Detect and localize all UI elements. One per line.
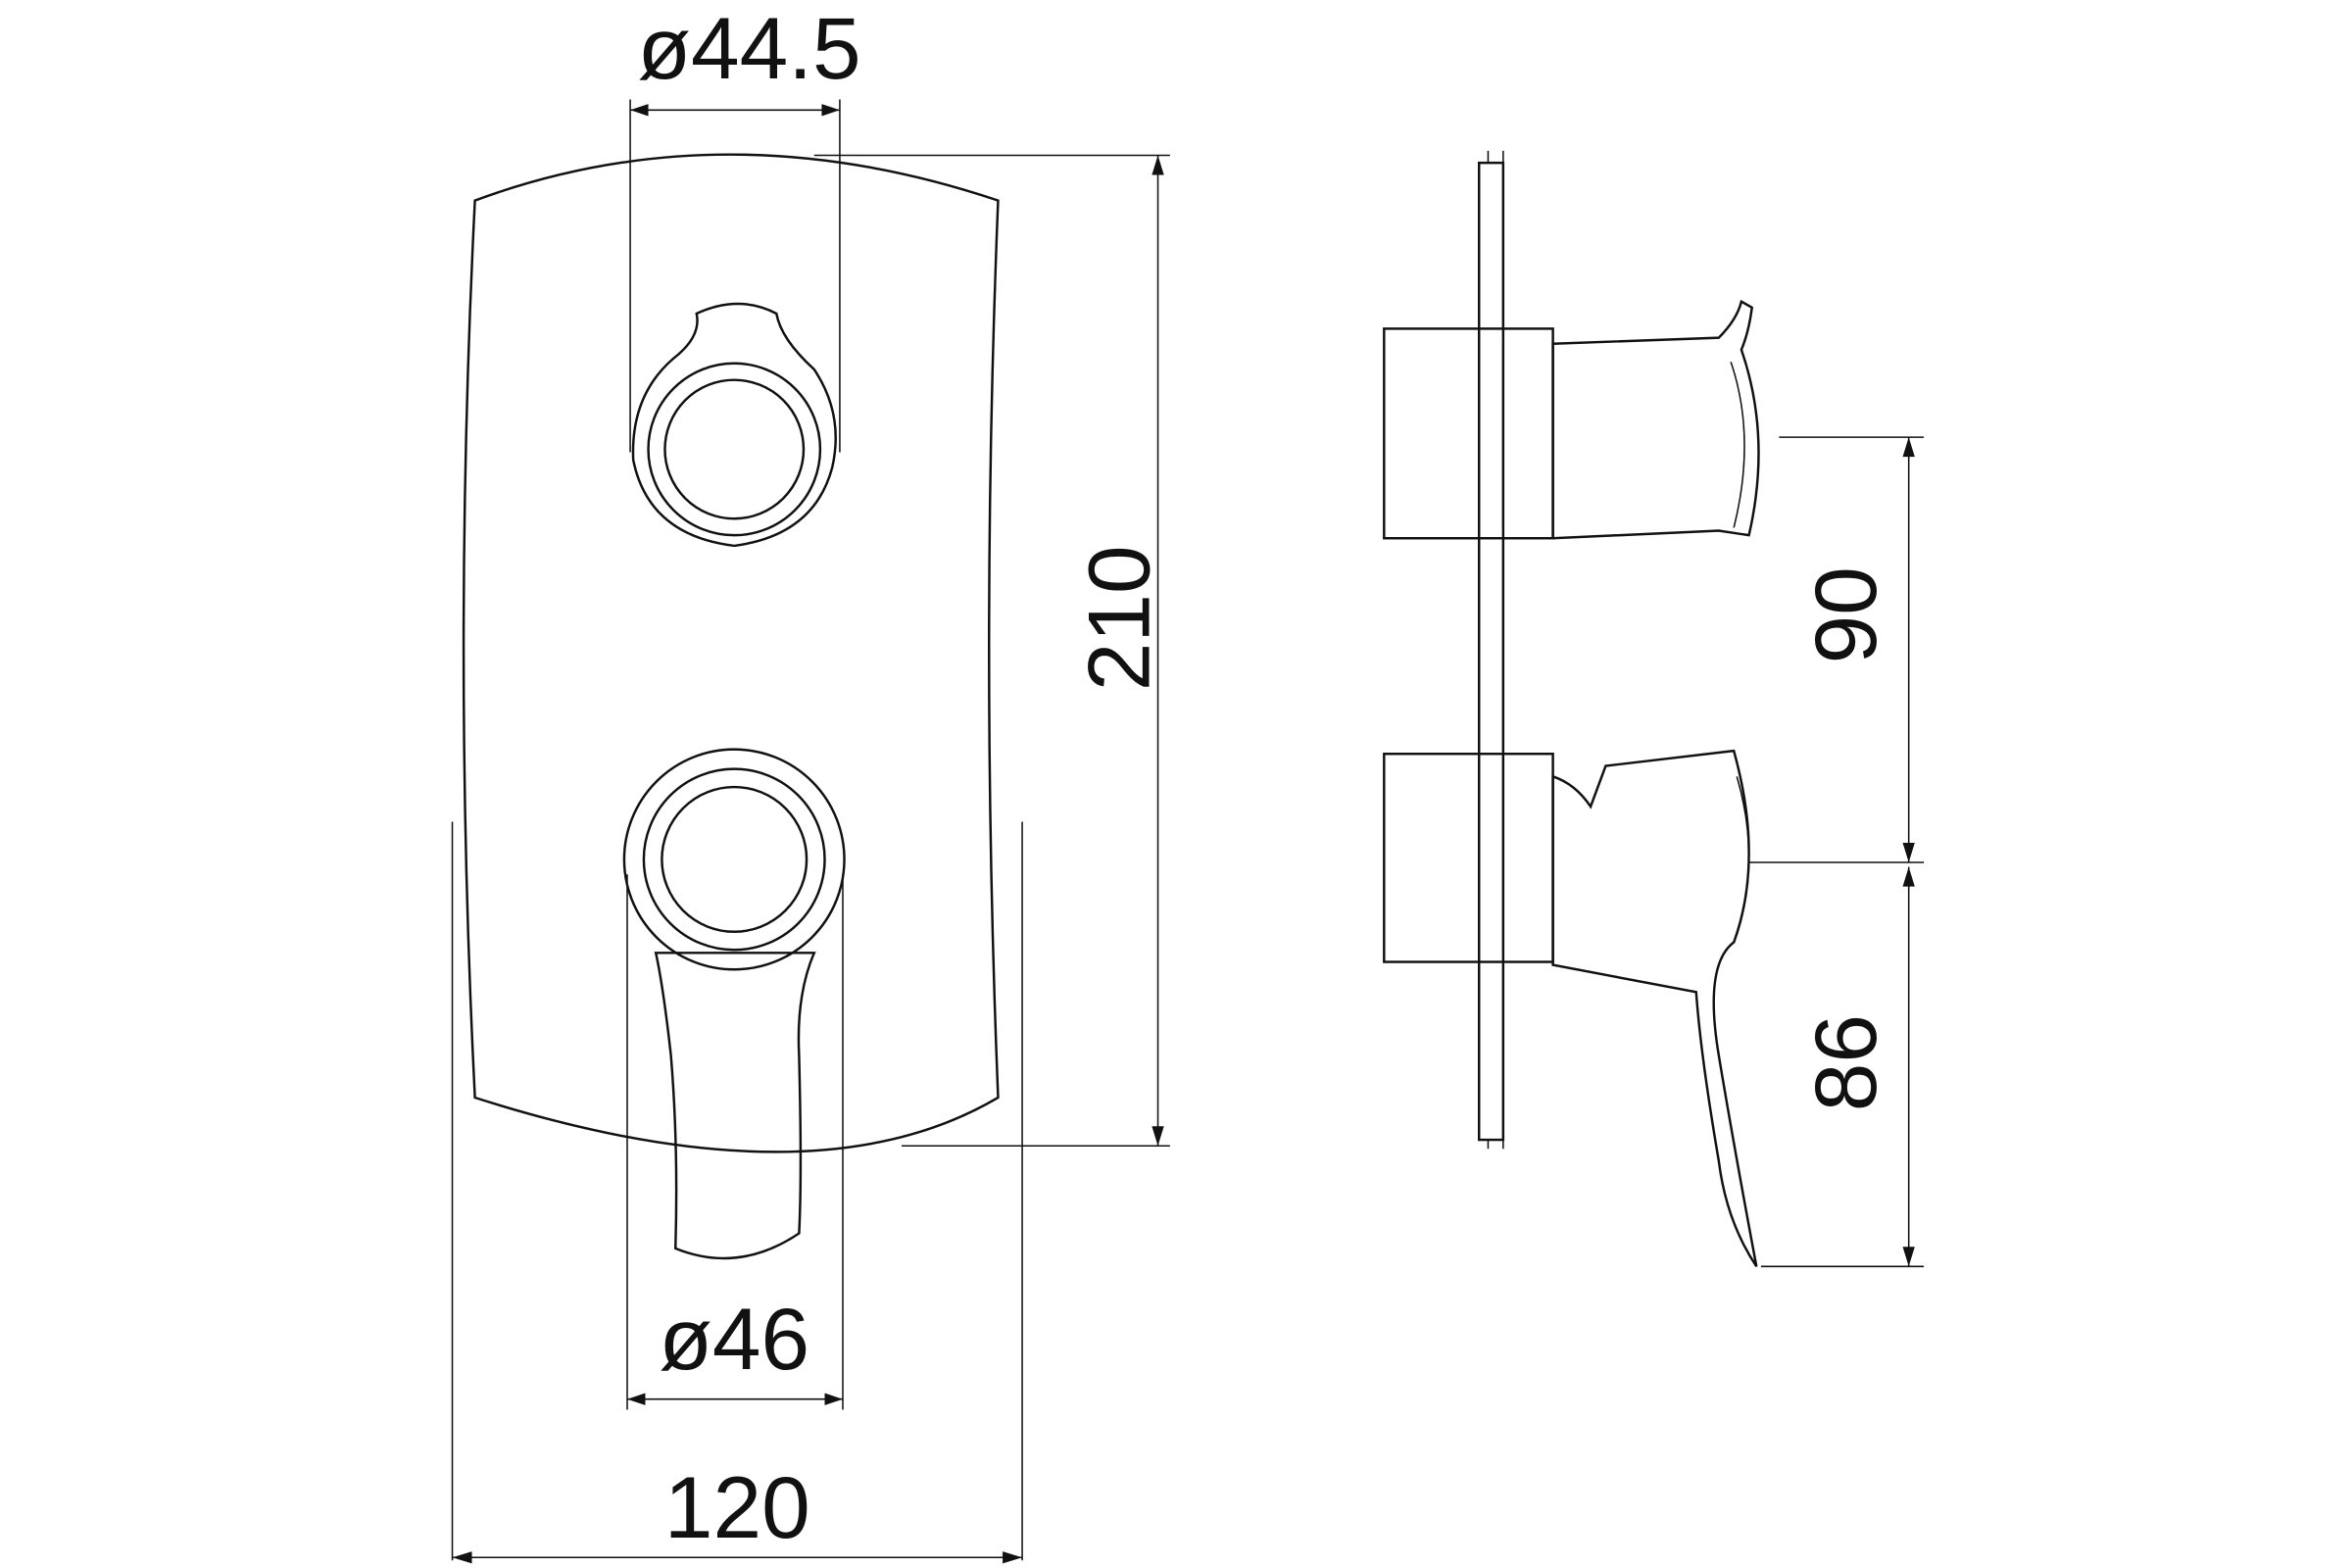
lever (654, 952, 816, 1260)
label-top-knob-diameter: ø44.5 (638, 0, 861, 97)
diverter-knob (631, 302, 837, 548)
dim-top-knob-diameter: ø44.5 (629, 0, 861, 453)
diverter-side (1383, 299, 1760, 540)
front-view: ø44.5 210 ø46 120 (451, 0, 1170, 1564)
side-view: 90 86 (1383, 150, 1925, 1268)
mixer-side (1383, 749, 1758, 1267)
label-lever-drop: 86 (1796, 1014, 1894, 1111)
cover-plate (462, 153, 1000, 1153)
dim-bottom-knob-diameter: ø46 (626, 874, 844, 1410)
side-plate (1478, 161, 1505, 1142)
label-plate-width: 120 (664, 1458, 810, 1556)
dim-lever-drop: 86 (1760, 866, 1925, 1268)
label-plate-height: 210 (1069, 545, 1167, 691)
dim-knob-spacing: 90 (1748, 436, 1925, 863)
label-bottom-knob-diameter: ø46 (659, 1290, 809, 1388)
mixer-knob-with-lever (622, 748, 846, 1260)
dim-plate-height: 210 (813, 154, 1170, 1147)
label-knob-spacing: 90 (1796, 566, 1894, 663)
dim-plate-width: 120 (452, 1458, 1023, 1564)
